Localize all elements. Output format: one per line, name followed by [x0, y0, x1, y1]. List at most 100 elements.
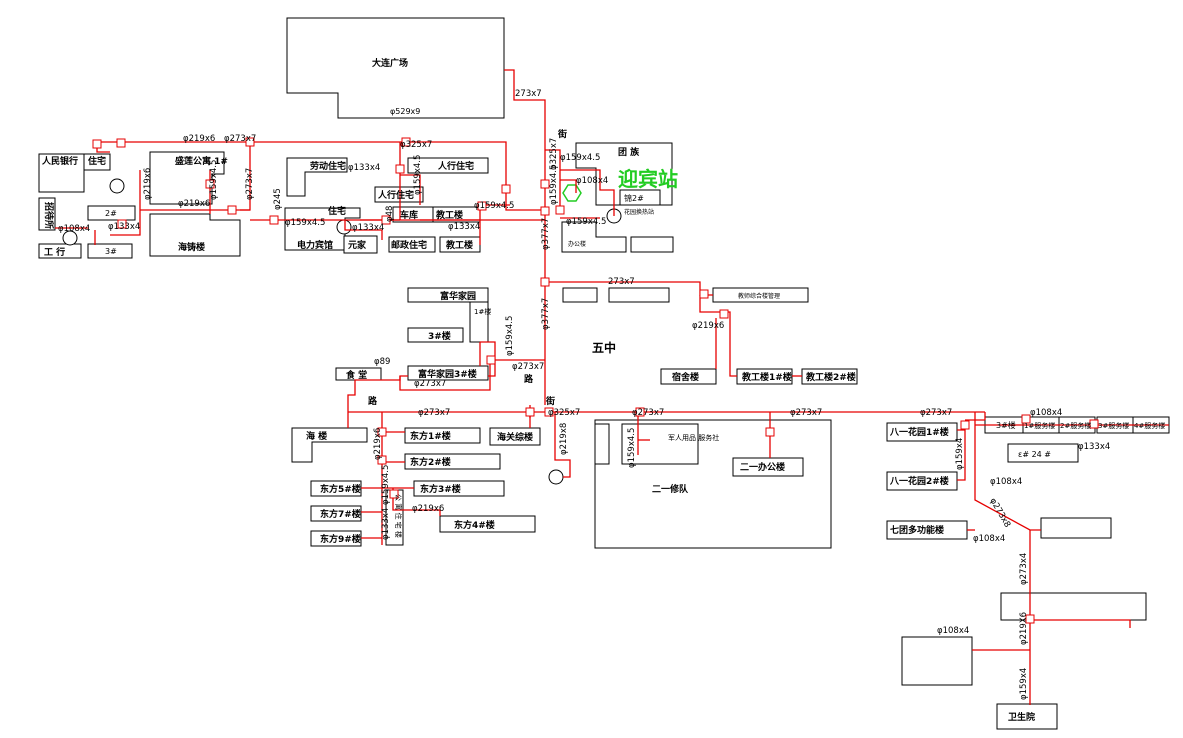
pipe-label-11: φ377x7 [541, 218, 551, 250]
building-hailou[interactable] [291, 427, 368, 463]
label-dongfang-3: 东方3#楼 [420, 483, 461, 495]
building-weishengyuan[interactable] [996, 703, 1058, 730]
label-zhuzhai-1: 住宅 [88, 155, 106, 167]
label-small-1: 办公楼 [568, 240, 586, 248]
label-fuwu-1: 1#服务楼 [1024, 421, 1055, 430]
pipe-label-50: φ159x4.5 [627, 428, 637, 468]
building-renmin-bank[interactable] [38, 153, 85, 193]
building-labels: 大连广场 φ529x9 迎宾站 五中 人民银行 住宅 工 行 2# 3# 盛莲公… [41, 57, 1165, 723]
building-haiguan[interactable] [489, 427, 541, 446]
pipe-label-24: φ108x4 [1030, 408, 1062, 418]
pipe-label-21: φ273x7 [790, 408, 822, 418]
label-junren: 军人用品 服务社 [668, 433, 719, 442]
vertical-labels: 招待所 公 寓 住 宅 楼 军人用品 服务社 [43, 202, 719, 538]
building-laodong-zhuzhai[interactable] [286, 157, 348, 197]
building-3-tall[interactable] [407, 327, 464, 343]
pipe-label-37: φ133x4 [348, 163, 380, 173]
pipe-label-23: φ133x4 [108, 222, 140, 232]
label-wide: 教师综合楼管理 [738, 292, 780, 300]
building-shenglian[interactable] [149, 151, 225, 205]
label-sushelou: 宿舍楼 [672, 371, 699, 383]
label-jiaogong-1: 教工楼1#楼 [741, 371, 792, 383]
building-bayi-2[interactable] [886, 471, 958, 491]
label-dongfang-9: 东方9#楼 [320, 533, 361, 545]
building-youzheng[interactable] [388, 236, 436, 253]
building-junren-inner[interactable] [594, 423, 610, 465]
building-sushelou[interactable] [660, 368, 717, 385]
pipe-label-25: φ273x8 [987, 497, 1012, 530]
pipe-label-6: φ159x4.5 [560, 153, 600, 163]
label-3-right: 3#楼 [996, 420, 1016, 430]
building-dongfang-7[interactable] [310, 505, 362, 522]
building-renhang-zhuzhai[interactable] [407, 157, 489, 174]
building-jinhua-2[interactable] [619, 189, 661, 206]
building-yuanjia[interactable] [343, 235, 378, 254]
building-bayi-1[interactable] [886, 422, 958, 442]
pipe-label-15: 273x7 [608, 277, 635, 287]
pipe-label-44: φ219x8 [559, 423, 569, 455]
building-er-yi-bangong[interactable] [732, 457, 804, 477]
label-jie: 街 [545, 395, 555, 407]
building-3-tl[interactable] [87, 243, 133, 259]
building-renhang-zhuzhai-2[interactable] [374, 186, 424, 203]
valves [92, 137, 1099, 624]
label-tuandui: 团 族 [618, 146, 640, 158]
building-zhuzhai-2[interactable] [284, 207, 361, 251]
pipe-label-12: φ377x7 [541, 298, 551, 330]
pipe-label-4: φ325x7 [400, 140, 432, 150]
building-dongfang-4[interactable] [439, 515, 536, 533]
building-zhuzhai-1[interactable] [83, 153, 111, 171]
building-junren-fuwushe[interactable] [621, 423, 699, 465]
building-gongqi[interactable] [38, 243, 82, 259]
pipe-label-39: φ133x4 [1078, 442, 1110, 452]
pipe-label-22: φ108x4 [58, 224, 90, 234]
pipe-label-27: φ273x4 [1019, 553, 1029, 585]
building-right-wide[interactable] [1000, 592, 1147, 621]
building-dalian-square[interactable] [286, 17, 505, 119]
pipe-label-2: φ219x6 [183, 134, 215, 144]
building-fuhua-3[interactable] [407, 365, 489, 381]
building-block-a[interactable] [562, 287, 598, 303]
building-code-24[interactable] [1007, 443, 1079, 463]
building-2-tl[interactable] [87, 205, 136, 221]
label-shenglian: 盛莲公寓 1# [175, 155, 228, 167]
label-haiguan: 海关综楼 [497, 431, 533, 443]
tank-circle-5 [548, 469, 564, 485]
pipe-label-29: φ108x4 [973, 534, 1005, 544]
label-garden-station: 花园换热站 [624, 208, 654, 216]
pipe-label-40: φ159x4.5 [549, 165, 559, 205]
label-renhang-zhuzhai-2: 人行住宅 [377, 189, 414, 201]
pipe-label-3v: φ273x7 [245, 168, 255, 200]
building-right-mid[interactable] [1040, 517, 1112, 539]
pipe-label-7: φ108x4 [576, 176, 608, 186]
label-cheku: 车库 [400, 209, 418, 221]
label-fuwu-4: 4#服务楼 [1134, 421, 1165, 430]
building-garden-station[interactable] [561, 221, 627, 253]
building-right-square[interactable] [901, 636, 973, 686]
pipe-label-17: φ273x7 [414, 379, 446, 389]
pipe-label-31: φ159x4.5 [285, 218, 325, 228]
label-shitang: 食 堂 [345, 369, 367, 381]
pipe-label-43: φ219x6 [143, 168, 153, 200]
label-bayi-1: 八一花园1#楼 [889, 426, 949, 438]
label-yuanjia: 元家 [348, 239, 367, 251]
label-dongfang-7: 东方7#楼 [320, 508, 361, 520]
yingbin-hexagon-icon[interactable] [562, 184, 582, 202]
building-fuhua[interactable] [407, 287, 489, 303]
label-fuhua-3: 富华家园3#楼 [418, 368, 477, 380]
label-dongfang-2: 东方2#楼 [410, 456, 451, 468]
label-fuwu-3: 3#服务楼 [1098, 421, 1129, 430]
building-dongfang-1[interactable] [404, 427, 481, 444]
building-1-tall[interactable] [469, 301, 489, 343]
pipe-label-42: φ219x6 [692, 321, 724, 331]
label-erlou-dui: 二一修队 [652, 483, 689, 495]
pipe-label-1: 273x7 [515, 89, 542, 99]
tank-circle-1 [109, 178, 125, 194]
building-zhaodaisuo[interactable] [38, 197, 56, 231]
label-weishengyuan: 卫生院 [1008, 711, 1035, 723]
building-small-right[interactable] [630, 236, 674, 253]
pipe-label-38: φ159x4.5 [413, 155, 423, 195]
building-block-b[interactable] [608, 287, 670, 303]
pipe-label-9: φ159x4.5 [566, 217, 606, 227]
